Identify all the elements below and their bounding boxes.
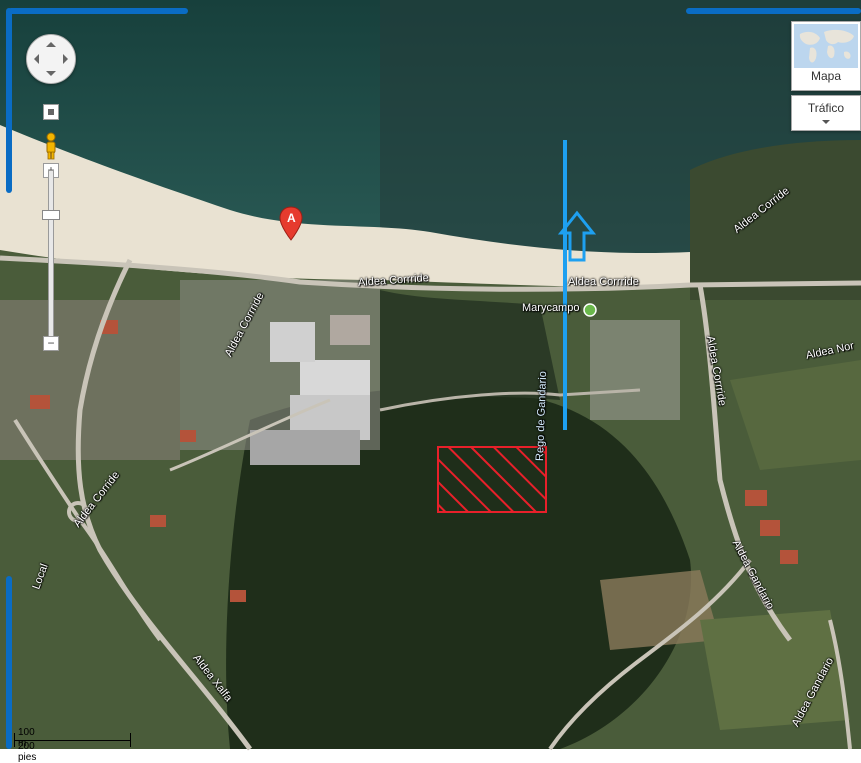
map-type-label: Mapa	[810, 69, 842, 83]
world-map-icon	[794, 24, 858, 68]
frame-corner-top-left-v	[6, 8, 12, 193]
pan-control[interactable]	[26, 34, 76, 84]
pan-left-icon[interactable]	[29, 54, 39, 64]
pegman-icon[interactable]	[44, 132, 58, 160]
map-type-button[interactable]: Mapa	[791, 21, 861, 91]
frame-corner-bottom-left-v	[6, 576, 12, 749]
scale-imperial: 200 pies	[18, 741, 37, 763]
zoom-slider-handle[interactable]	[42, 210, 60, 220]
zoom-slider-track[interactable]	[48, 170, 54, 350]
pan-right-icon[interactable]	[63, 54, 73, 64]
zoom-out-button[interactable]: −	[43, 336, 59, 351]
frame-corner-top-left-h	[8, 8, 188, 14]
pan-down-icon[interactable]	[46, 71, 56, 81]
marker-letter[interactable]: A	[287, 211, 296, 225]
rotate-control[interactable]	[43, 104, 59, 120]
chevron-down-icon	[822, 120, 830, 124]
pan-up-icon[interactable]	[46, 37, 56, 47]
scale-metric: 100 m	[18, 727, 35, 749]
traffic-button[interactable]: Tráfico	[791, 95, 861, 131]
traffic-label: Tráfico	[807, 101, 845, 115]
poi-label[interactable]: Marycampo	[522, 302, 580, 314]
road-label: Aldea Corrride	[568, 276, 639, 288]
frame-corner-top-right-h	[686, 8, 861, 14]
